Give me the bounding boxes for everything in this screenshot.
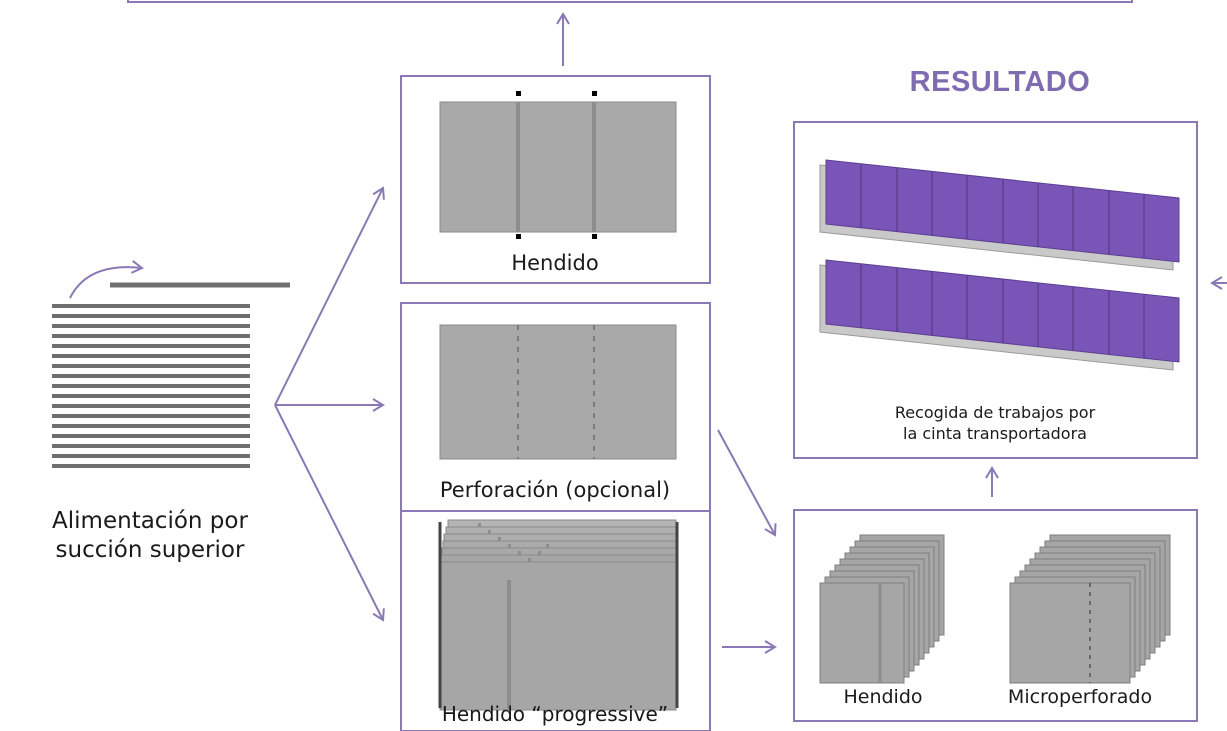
progressive-label: Hendido “progressive” [442,702,668,726]
crease-label: Hendido [511,251,598,275]
result-caption-line1: Recogida de trabajos por [895,403,1096,422]
result-title: RESULTADO [909,66,1091,98]
conveyor-upper-row [819,159,1180,271]
progressive-illustration [438,519,679,711]
suction-arrow [69,260,144,299]
creased-stack-illustration [819,534,945,684]
feed-label-line1: Alimentación por [52,508,248,534]
arrow-perforation-to-output [717,429,777,537]
perforation-illustration [439,324,677,460]
feed-label-line2: succión superior [56,537,245,563]
output-creased-label: Hendido [843,686,922,708]
crease-illustration [439,91,677,239]
output-microperforated-label: Microperforado [1008,686,1152,708]
conveyor-lower-row [819,259,1180,371]
perforation-label: Perforación (opcional) [440,478,670,502]
result-caption-line2: la cinta transportadora [903,424,1087,443]
paper-stack [52,282,290,468]
microperforated-stack-illustration [1009,534,1171,684]
branch-arrows [274,186,385,622]
